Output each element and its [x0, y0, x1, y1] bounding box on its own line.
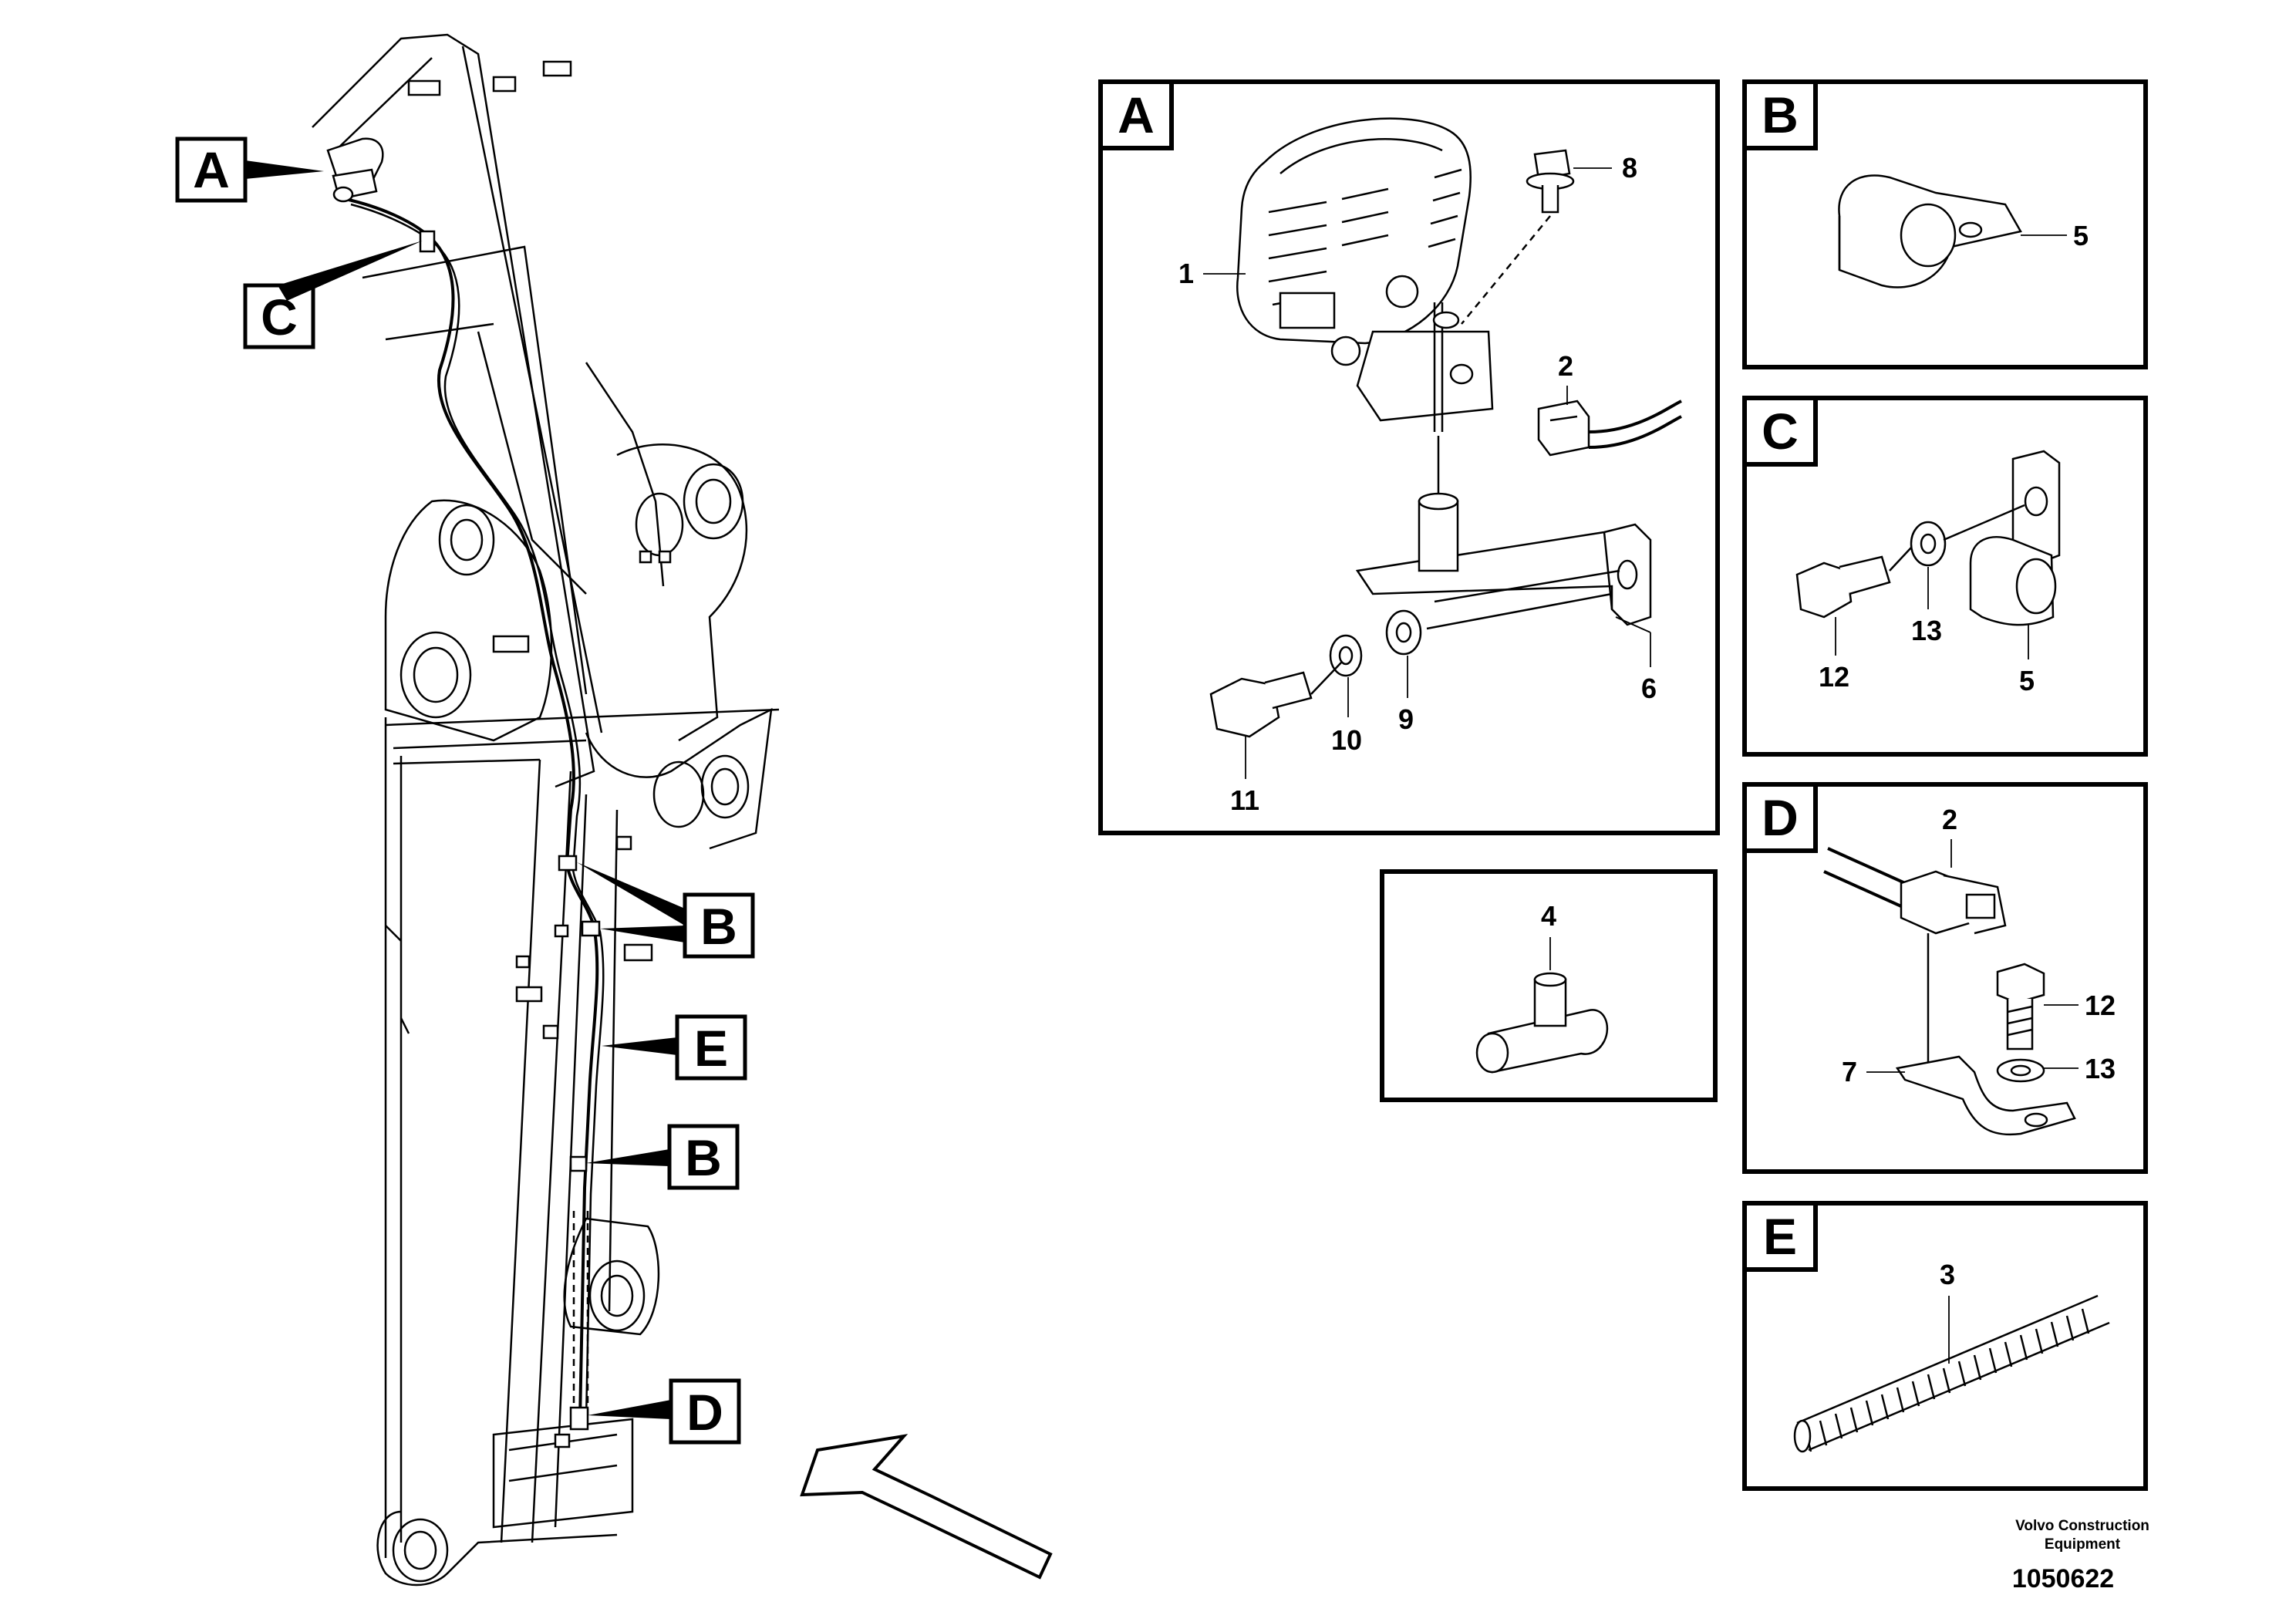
callout-b-upper: B: [577, 862, 755, 959]
bolt-8-icon: [1461, 149, 1575, 325]
svg-text:13: 13: [1911, 615, 1942, 646]
connector-2d-icon: [1823, 847, 2007, 935]
svg-text:B: B: [685, 1129, 722, 1186]
conduit-3-icon: [1793, 1294, 2110, 1453]
svg-text:E: E: [1763, 1208, 1797, 1265]
bracket-6-icon: [1355, 436, 1652, 626]
svg-text:2: 2: [1558, 350, 1573, 382]
svg-text:8: 8: [1622, 152, 1637, 184]
svg-text:2: 2: [1942, 804, 1957, 835]
svg-text:6: 6: [1641, 673, 1657, 704]
panel-e: E 3: [1742, 1201, 2148, 1491]
bolt-12-icon: [1795, 547, 1912, 619]
svg-text:10: 10: [1331, 724, 1362, 756]
boom-drawing: [312, 33, 780, 1587]
svg-text:5: 5: [2019, 665, 2035, 696]
view-direction-arrow: [800, 1434, 1053, 1580]
bolt-11-icon: [1209, 592, 1613, 738]
tee-fitting-4-icon: [1475, 972, 1609, 1074]
svg-text:D: D: [686, 1384, 723, 1441]
bracket-7-icon: [1895, 1055, 2076, 1136]
company-name-line2: Equipment: [2045, 1536, 2121, 1553]
svg-text:13: 13: [2085, 1053, 2116, 1084]
svg-text:C: C: [261, 288, 298, 346]
connector-2-icon: [1537, 400, 1682, 457]
callout-b-lower: B: [586, 1124, 740, 1190]
panel-c: C 5 13 12: [1742, 396, 2148, 757]
svg-text:B: B: [1762, 86, 1799, 143]
drawing-number: 1050622: [2012, 1564, 2114, 1593]
callout-e: E: [602, 1014, 747, 1081]
panel-d: D 2 7 12 13: [1742, 782, 2148, 1174]
svg-text:4: 4: [1541, 900, 1556, 932]
footer: Volvo Construction Equipment 1050622: [2012, 1518, 2149, 1593]
svg-text:A: A: [193, 141, 230, 198]
svg-text:C: C: [1762, 403, 1799, 460]
svg-text:5: 5: [2073, 220, 2089, 251]
svg-text:3: 3: [1940, 1259, 1955, 1290]
svg-text:11: 11: [1230, 784, 1259, 816]
svg-text:7: 7: [1842, 1056, 1857, 1088]
callout-a: A: [175, 137, 324, 203]
svg-text:1: 1: [1178, 258, 1194, 289]
work-lamp-icon: [1236, 117, 1494, 432]
svg-text:12: 12: [2085, 990, 2116, 1021]
bolt-12d-icon: [1996, 963, 2045, 1050]
svg-text:12: 12: [1819, 661, 1849, 693]
svg-text:A: A: [1118, 86, 1155, 143]
panel-tee: 4: [1380, 869, 1718, 1102]
svg-text:D: D: [1762, 789, 1799, 846]
callout-d: D: [588, 1378, 741, 1445]
company-name-line1: Volvo Construction: [2015, 1518, 2149, 1534]
svg-text:B: B: [700, 898, 737, 955]
panel-b: B 5: [1742, 79, 2148, 369]
callout-c: C: [243, 241, 423, 349]
clamp-5c-icon: [1969, 450, 2061, 626]
clamp-5-icon: [1838, 174, 2022, 288]
svg-text:E: E: [694, 1020, 728, 1077]
panel-a: A 8 1: [1098, 79, 1720, 835]
svg-text:9: 9: [1398, 703, 1414, 735]
